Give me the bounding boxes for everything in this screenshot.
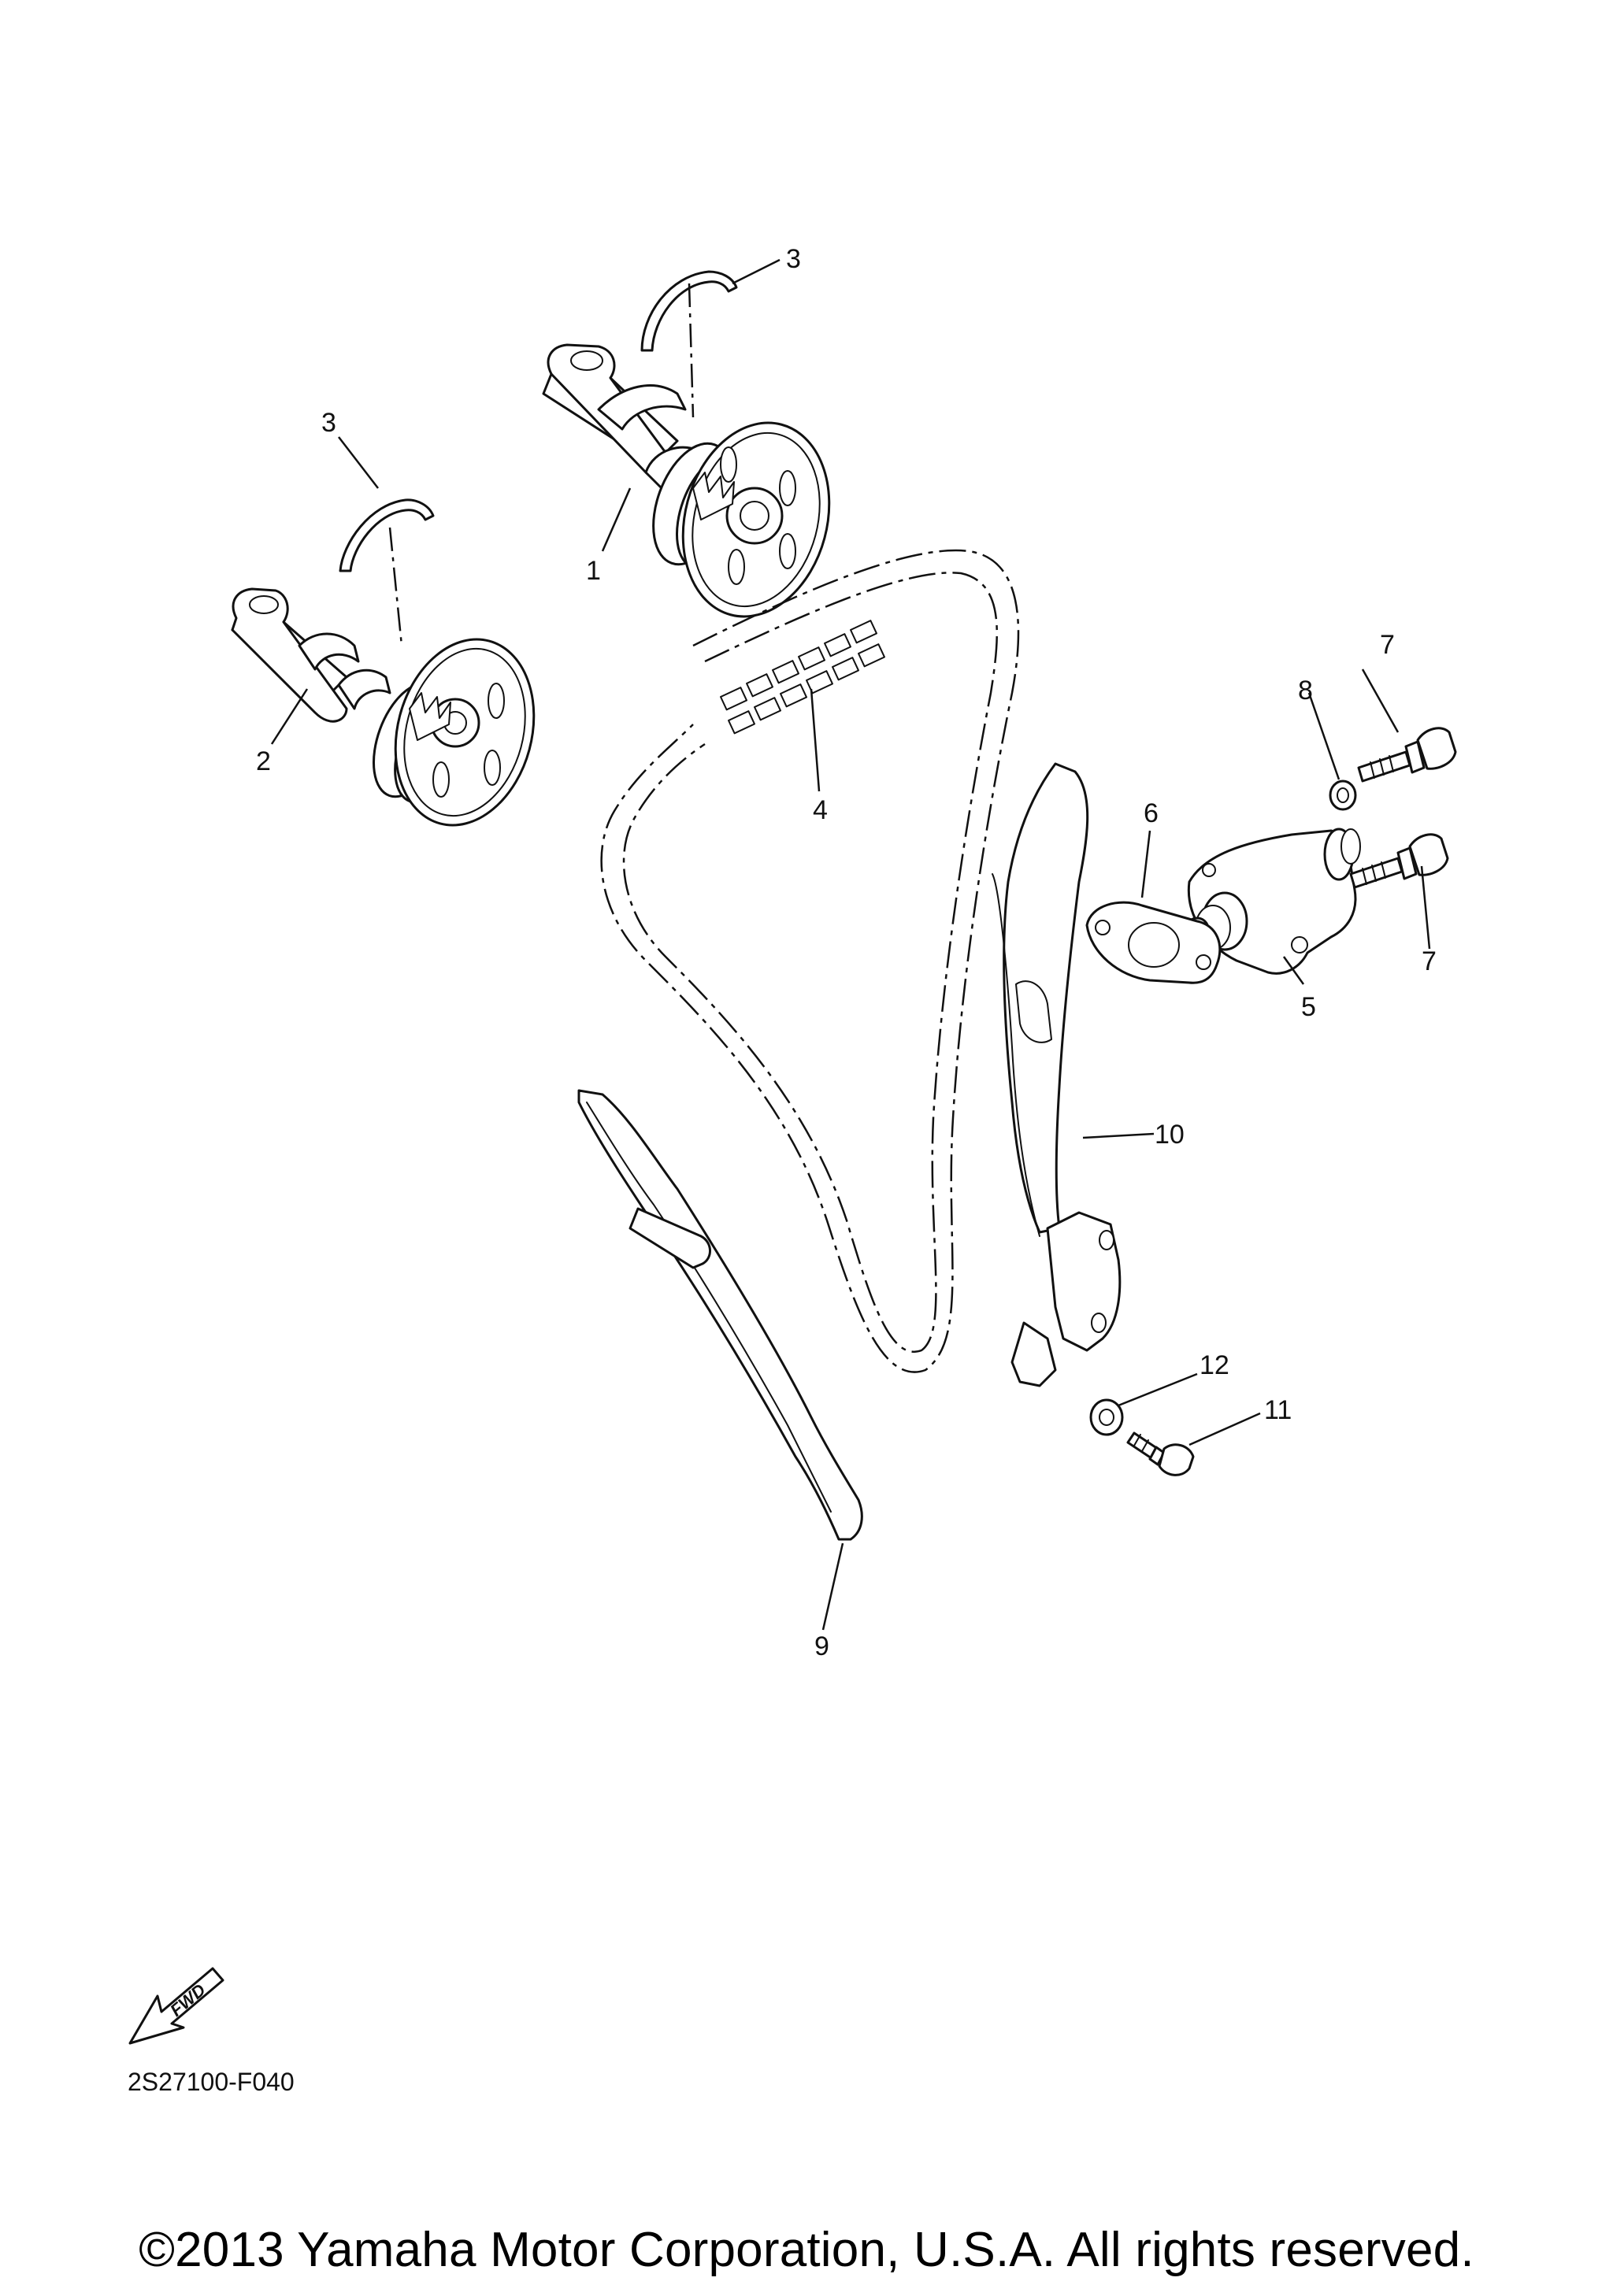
copyright-notice: ©2013 Yamaha Motor Corporation, U.S.A. A… xyxy=(139,2223,1474,2277)
callout-6: 6 xyxy=(1144,798,1159,828)
gasket-6 xyxy=(1085,901,1222,984)
callout-8: 8 xyxy=(1298,676,1313,705)
tensioner-guide-10 xyxy=(992,762,1122,1387)
callout-5: 5 xyxy=(1301,992,1316,1022)
washer-12 xyxy=(1089,1398,1124,1436)
callout-3-lower: 3 xyxy=(321,408,336,438)
callout-12: 12 xyxy=(1200,1350,1229,1380)
callout-labels: 1 2 3 3 4 5 6 7 7 8 9 10 11 12 xyxy=(256,244,1437,1661)
callout-1: 1 xyxy=(586,556,601,586)
timing-chain-links xyxy=(719,620,885,735)
leader-lines xyxy=(270,258,1431,1631)
timing-chain-4 xyxy=(600,549,1020,1373)
fwd-arrow-icon: FWD xyxy=(128,1967,224,2045)
callout-2: 2 xyxy=(256,746,271,776)
callout-4: 4 xyxy=(813,795,828,825)
callout-11: 11 xyxy=(1264,1395,1292,1425)
camshaft-2 xyxy=(231,587,536,827)
circlip-3-lower xyxy=(339,498,435,572)
bolt-11 xyxy=(1126,1431,1195,1476)
callout-10: 10 xyxy=(1155,1120,1185,1150)
bolt-7-lower xyxy=(1349,833,1449,889)
chain-guide-9 xyxy=(577,1089,863,1541)
callout-7-upper: 7 xyxy=(1380,630,1395,660)
drawing-code: 2S27100-F040 xyxy=(128,2068,295,2096)
washer-8 xyxy=(1329,780,1357,811)
bolt-7-upper xyxy=(1357,727,1457,783)
tensioner-assembly-5 xyxy=(1185,828,1361,975)
callout-3-upper: 3 xyxy=(786,244,801,274)
callout-7-lower: 7 xyxy=(1422,946,1437,976)
camshaft-1 xyxy=(542,343,831,618)
callout-9: 9 xyxy=(814,1631,829,1661)
